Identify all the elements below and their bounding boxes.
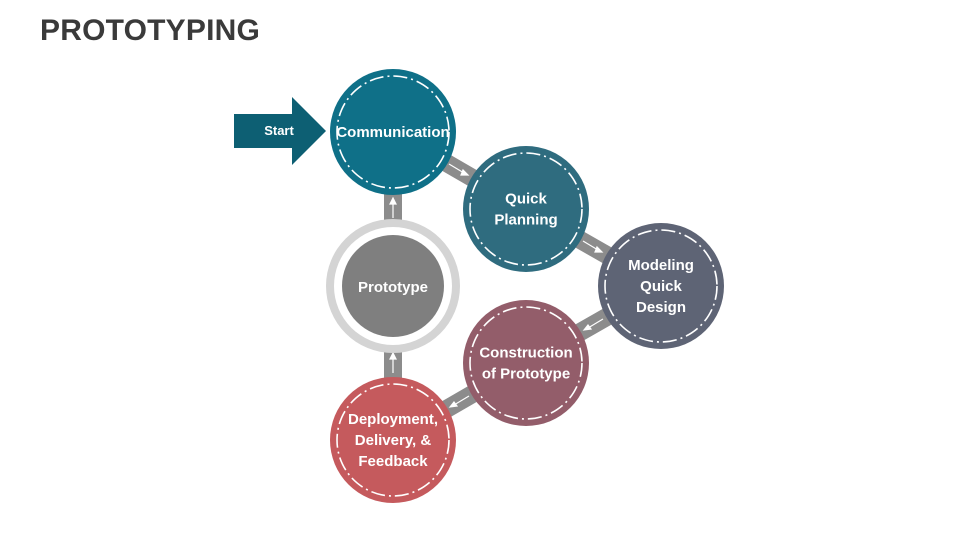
stage-nodes: CommunicationQuickPlanningModelingQuickD… [330, 69, 724, 503]
stage-label-line: Planning [494, 212, 557, 229]
start-label: Start [264, 123, 294, 138]
stage-dashed-ring [336, 383, 450, 497]
stage-circle [463, 146, 589, 272]
stage-dashed-ring [604, 229, 718, 343]
arrow-icon [582, 240, 604, 253]
start-arrow: Start [234, 97, 326, 165]
stage-label-line: Deployment, [348, 411, 438, 428]
stage-dashed-ring [469, 152, 583, 266]
direction-arrows [389, 163, 604, 408]
stage-node-communication: Communication [330, 69, 456, 195]
stage-node-construction-of-prototype: Construction of Prototype [463, 300, 589, 426]
stage-dashed-ring [336, 75, 450, 189]
prototype-label: Prototype [358, 279, 428, 296]
stage-label-line: Communication [336, 124, 449, 141]
stage-label-line: Feedback [358, 453, 428, 470]
stage-label-line: Quick [505, 191, 547, 208]
stage-label-line: Delivery, & [355, 432, 432, 449]
arrow-icon [448, 163, 470, 176]
page-title: PROTOTYPING [40, 14, 261, 47]
stage-node-deployment: Deployment, Delivery, & Feedback [330, 377, 456, 503]
stage-label-line: Construction [479, 345, 572, 362]
stage-circle [330, 377, 456, 503]
stage-label-line: of Prototype [482, 366, 570, 383]
prototype-center-node: Prototype [326, 219, 460, 353]
stage-circle [330, 69, 456, 195]
stage-circle [463, 300, 589, 426]
stage-dashed-ring [469, 306, 583, 420]
prototype-core [342, 235, 444, 337]
arrow-icon [448, 395, 470, 408]
stage-label-line: Design [636, 299, 686, 316]
stage-circle [598, 223, 724, 349]
arrow-icon [582, 318, 604, 331]
stage-label-line: Modeling [628, 257, 694, 274]
arrow-icon [389, 196, 397, 218]
stage-label-line: Quick [640, 278, 682, 295]
arrow-icon [389, 351, 397, 373]
